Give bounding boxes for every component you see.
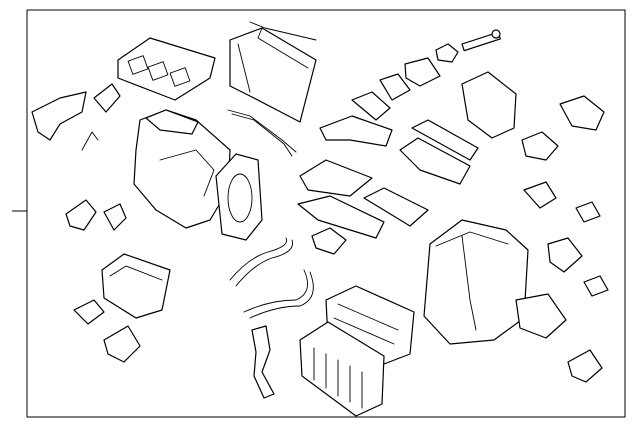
bolt	[461, 29, 501, 52]
tray	[73, 253, 171, 363]
hose-clip	[251, 325, 275, 399]
bracket	[31, 83, 127, 231]
upper-tray	[117, 37, 216, 101]
filter-seal-strip	[227, 109, 297, 157]
duct-pipe	[229, 237, 314, 319]
blower-case	[133, 109, 231, 229]
bracket	[319, 91, 393, 147]
diagram-frame	[12, 9, 626, 418]
small-clip	[379, 57, 441, 101]
heater-core	[299, 321, 385, 417]
nut	[435, 43, 459, 63]
vent-door	[297, 159, 429, 239]
blower-case	[423, 219, 529, 345]
air-filter	[229, 21, 317, 123]
actuator	[311, 119, 479, 255]
actuator	[461, 71, 609, 383]
vent-door	[215, 153, 263, 241]
